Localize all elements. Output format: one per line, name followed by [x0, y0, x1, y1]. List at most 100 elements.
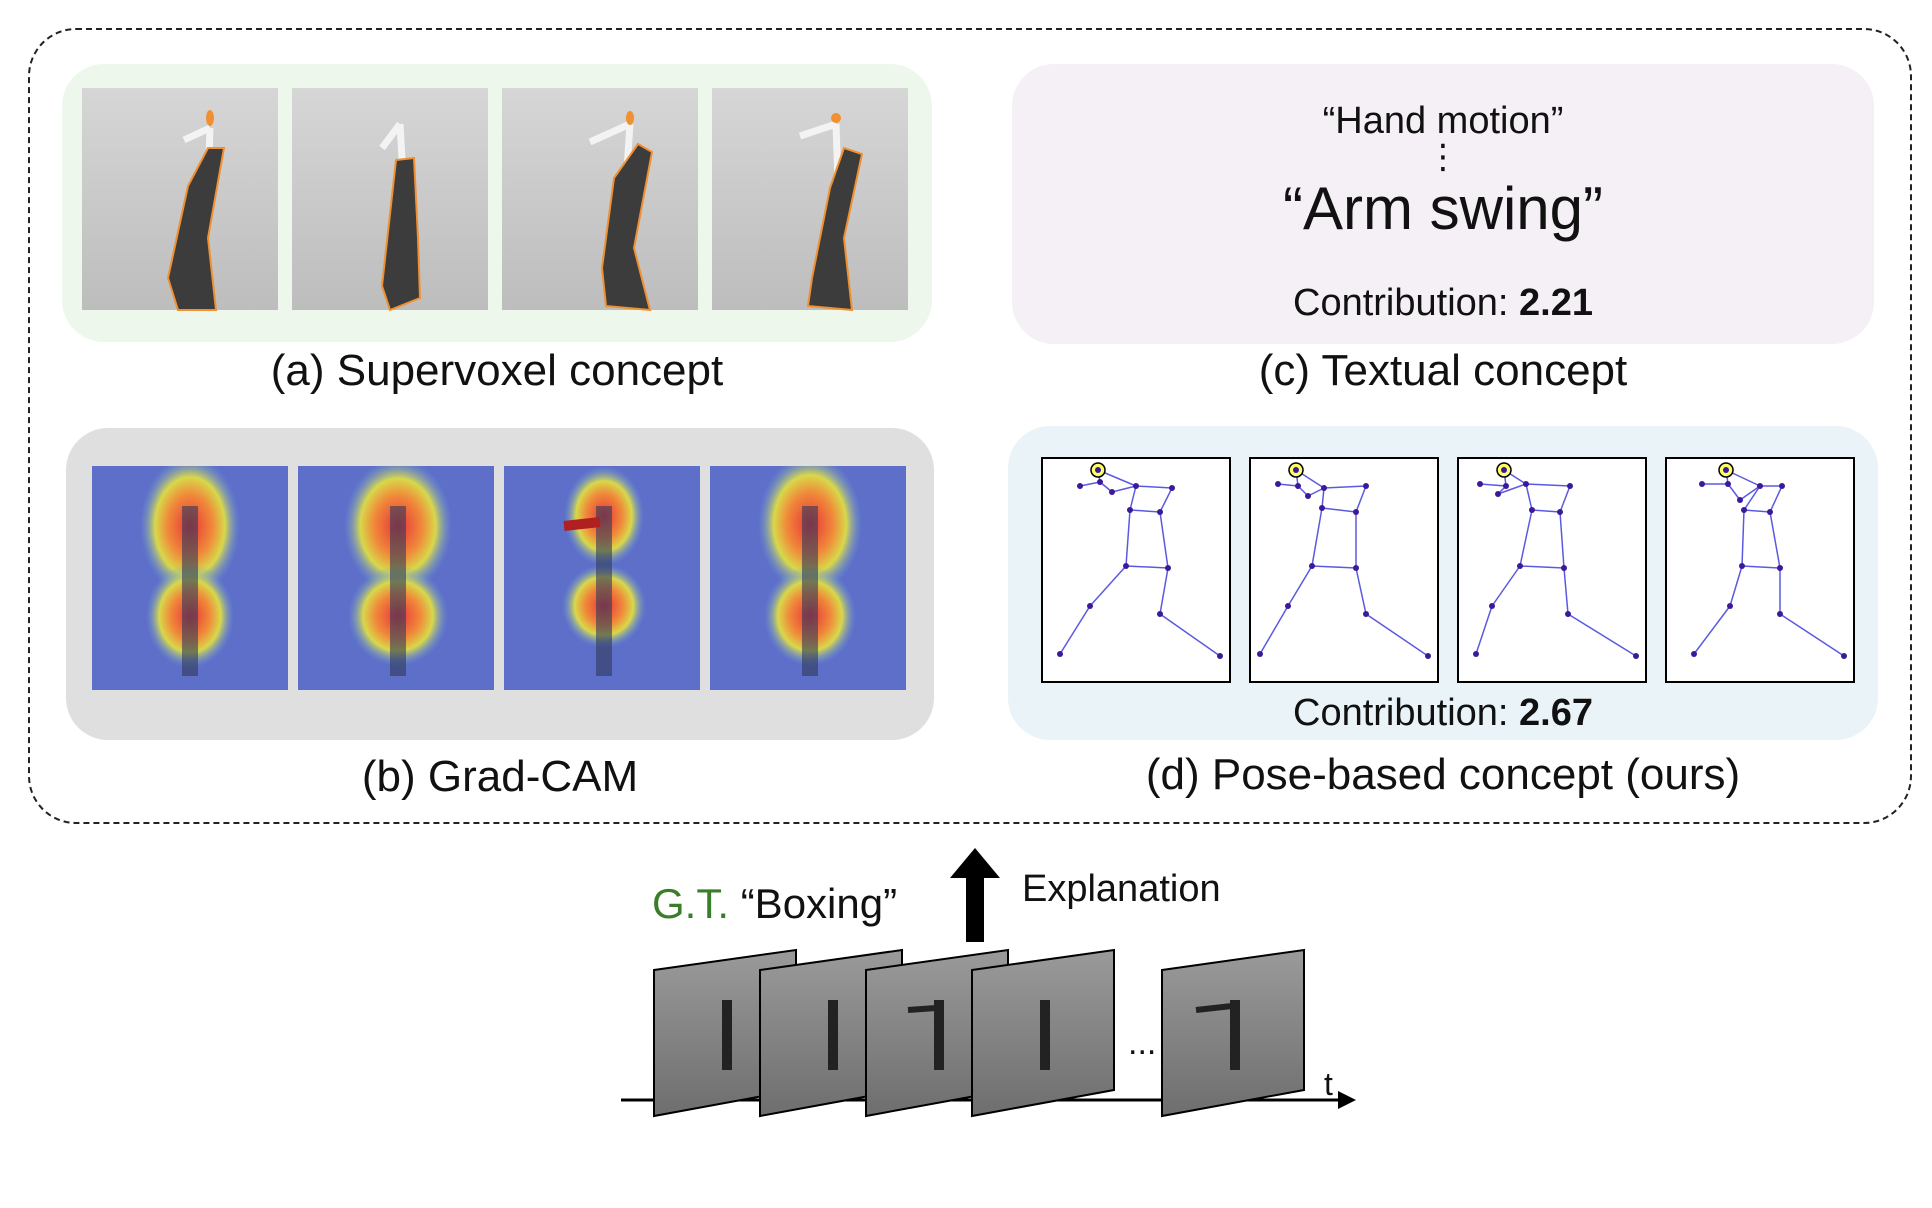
pose-frame-2 — [1249, 457, 1439, 683]
textual-concept-main: “Arm swing” — [1282, 175, 1603, 242]
pose-bone — [1739, 485, 1761, 501]
pose-joint — [1741, 507, 1747, 513]
pose-frame-border — [1041, 457, 1231, 683]
gt-prefix: G.T. — [652, 880, 730, 927]
pose-joint — [1557, 509, 1563, 515]
pose-bone — [1519, 565, 1565, 569]
pose-contribution-label: Contribution: — [1293, 692, 1520, 734]
pose-joint — [1529, 507, 1535, 513]
pose-contribution-value: 2.67 — [1519, 692, 1593, 734]
pose-joint — [1779, 483, 1785, 489]
pose-frame-3 — [1457, 457, 1647, 683]
supervoxel-frames — [82, 88, 912, 312]
textual-ellipsis: ⋮ — [1426, 138, 1460, 176]
pose-frames-svg — [1041, 457, 1855, 683]
gradcam-frame-2 — [298, 466, 494, 690]
pose-contribution: Contribution: 2.67 — [1008, 692, 1878, 735]
pose-bone — [1531, 509, 1561, 513]
pose-joint — [1725, 481, 1731, 487]
video-frame-4 — [971, 948, 1115, 1118]
pose-frame-border — [1249, 457, 1439, 683]
pose-bone — [1277, 483, 1299, 487]
supervoxel-frame-2 — [292, 88, 488, 312]
pose-caption: (d) Pose-based concept (ours) — [1145, 750, 1741, 799]
pose-joint — [1275, 481, 1281, 487]
textual-concept-top: “Hand motion” — [1322, 100, 1564, 142]
supervoxel-frame-3 — [502, 88, 698, 312]
explanations-container — [28, 28, 1912, 824]
pose-joint — [1363, 611, 1369, 617]
pose-joint — [1353, 509, 1359, 515]
pose-joint — [1767, 509, 1773, 515]
pose-joint — [1699, 481, 1705, 487]
pose-bone — [1159, 487, 1173, 513]
pose-joint — [1321, 485, 1327, 491]
pose-joint — [1473, 651, 1479, 657]
textual-contribution-label: Contribution: — [1293, 282, 1520, 324]
pose-bone — [1159, 613, 1221, 657]
pose-bone — [1563, 567, 1569, 615]
pose-joint — [1523, 481, 1529, 487]
supervoxel-frame-4 — [712, 88, 908, 312]
pose-bone — [1491, 565, 1521, 607]
pose-joint — [1777, 565, 1783, 571]
pose-joint — [1503, 483, 1509, 489]
explanation-label: Explanation — [1022, 868, 1221, 910]
gradcam-frames-svg — [92, 466, 906, 690]
textual-caption: (c) Textual concept — [1258, 346, 1628, 395]
pose-bone — [1355, 567, 1367, 615]
gt-value: “Boxing” — [740, 880, 898, 927]
pose-bone — [1567, 613, 1637, 657]
pose-joint — [1305, 493, 1311, 499]
textual-panel — [1012, 64, 1874, 344]
textual-contribution: Contribution: 2.21 — [1012, 282, 1874, 325]
pose-bone — [1475, 605, 1493, 655]
pose-joint — [1633, 653, 1639, 659]
pose-bone — [1355, 485, 1367, 513]
pose-bone — [1321, 487, 1325, 509]
pose-joint — [1353, 565, 1359, 571]
explanation-arrow — [950, 848, 1000, 942]
pose-bone — [1779, 613, 1845, 657]
pose-frames — [1040, 456, 1860, 686]
pose-joint — [1109, 489, 1115, 495]
pose-joint — [1495, 491, 1501, 497]
pose-bone — [1135, 485, 1173, 489]
pose-joint — [1489, 603, 1495, 609]
pose-bone — [1125, 509, 1131, 567]
pose-bone — [1259, 605, 1289, 655]
pose-bone — [1729, 565, 1743, 607]
pose-joint — [1077, 483, 1083, 489]
pose-bone — [1741, 509, 1745, 567]
time-axis-arrow-icon — [1338, 1091, 1356, 1109]
pose-joint — [1087, 603, 1093, 609]
supervoxel-frame-1 — [82, 88, 278, 311]
supervoxel-frames-svg — [82, 88, 908, 312]
pose-bone — [1519, 509, 1533, 567]
gradcam-frame-4 — [710, 466, 906, 690]
pose-joint — [1285, 603, 1291, 609]
up-arrow-icon — [950, 848, 1000, 942]
gradcam-caption: (b) Grad-CAM — [361, 752, 639, 801]
pose-joint — [1097, 479, 1103, 485]
pose-bone — [1323, 485, 1367, 489]
textual-contribution-value: 2.21 — [1519, 282, 1593, 324]
pose-bone — [1321, 507, 1357, 513]
pose-joint — [1517, 563, 1523, 569]
pose-bone — [1159, 511, 1169, 569]
pose-joint — [1723, 467, 1729, 473]
video-frame-5 — [1161, 948, 1305, 1118]
pose-bone — [1159, 567, 1169, 615]
pose-joint — [1257, 651, 1263, 657]
pose-joint — [1561, 565, 1567, 571]
pose-bone — [1743, 485, 1761, 511]
pose-joint — [1841, 653, 1847, 659]
pose-frame-border — [1457, 457, 1647, 683]
pose-joint — [1425, 653, 1431, 659]
pose-frame-1 — [1041, 457, 1231, 683]
pose-bone — [1727, 483, 1741, 501]
pose-joint — [1165, 565, 1171, 571]
pose-joint — [1501, 467, 1507, 473]
pose-joint — [1057, 651, 1063, 657]
pose-bone — [1111, 485, 1137, 493]
